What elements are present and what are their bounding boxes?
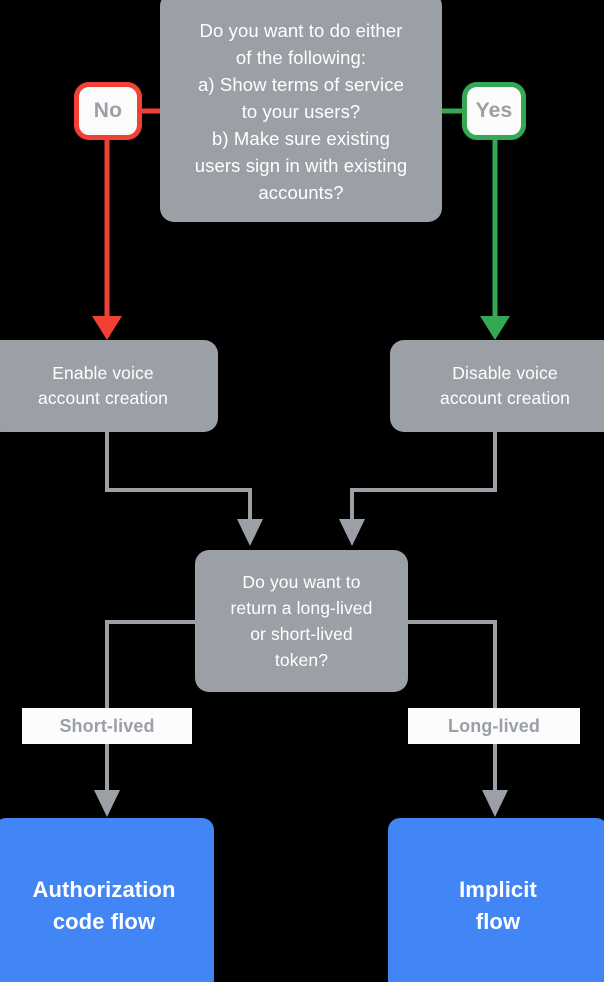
edge-disable-to-token [350, 432, 497, 519]
arrowhead-token-to-authorization [94, 790, 120, 817]
decision-node-token[interactable]: Do you want to return a long-lived or sh… [195, 550, 408, 692]
edge-enable-to-token [105, 432, 252, 519]
edge-label-long-lived-text: Long-lived [448, 715, 540, 736]
edge-label-short-lived: Short-lived [22, 708, 192, 744]
arrowhead-yes-to-disable [480, 316, 510, 340]
terminal-node-authorization-code-flow-label: Authorization code flow [32, 877, 176, 934]
terminal-node-implicit-flow-label: Implicit flow [459, 877, 537, 934]
edge-label-long-lived: Long-lived [408, 708, 580, 744]
process-node-disable-voice[interactable]: Disable voice account creation [390, 340, 604, 432]
terminal-node-authorization-code-flow[interactable]: Authorization code flow [0, 818, 214, 982]
terminal-node-implicit-flow[interactable]: Implicit flow [388, 818, 604, 982]
arrowhead-enable-to-token [237, 519, 263, 546]
arrowhead-no-to-enable [92, 316, 122, 340]
decision-node-accounts-label: Do you want to do either of the followin… [194, 19, 408, 203]
answer-node-no-label: No [93, 99, 123, 122]
arrowhead-token-to-implicit [482, 790, 508, 817]
answer-node-no[interactable]: No [74, 82, 142, 140]
process-node-disable-voice-label: Disable voice account creation [439, 363, 570, 408]
edge-token-to-authorization [105, 620, 195, 790]
answer-node-yes[interactable]: Yes [462, 82, 526, 140]
decision-node-accounts[interactable]: Do you want to do either of the followin… [160, 0, 442, 222]
edge-label-short-lived-text: Short-lived [59, 715, 155, 736]
decision-node-token-label: Do you want to return a long-lived or sh… [230, 572, 373, 670]
process-node-enable-voice-label: Enable voice account creation [37, 363, 168, 408]
answer-node-yes-label: Yes [475, 99, 513, 122]
arrowhead-disable-to-token [339, 519, 365, 546]
process-node-enable-voice[interactable]: Enable voice account creation [0, 340, 218, 432]
edge-token-to-implicit [408, 620, 497, 790]
